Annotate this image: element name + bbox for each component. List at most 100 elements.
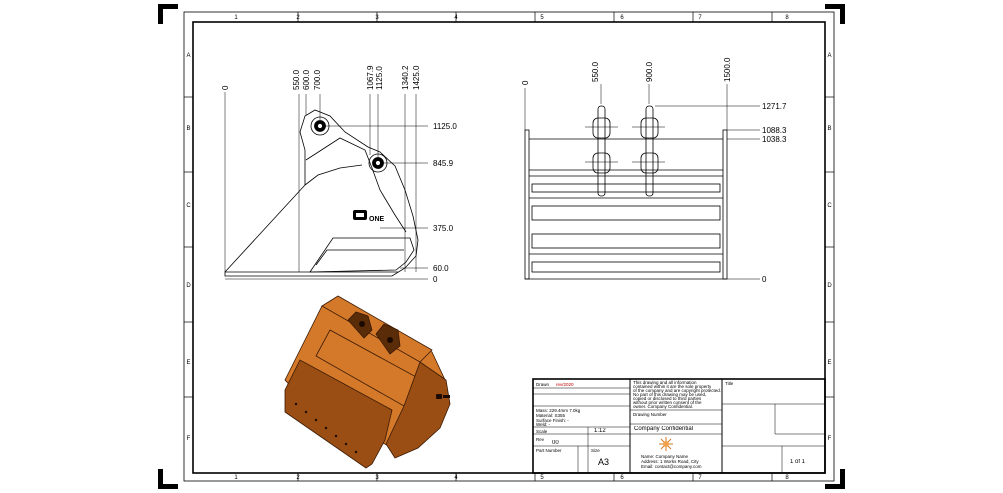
side-dimension-labels: 0 550.0 900.0 1500.0 1271.7 1088.3 1038.… [521,57,787,284]
zone-col-8: 8 [785,15,789,21]
zone-row-c-right: C [827,203,832,209]
side-right-wall [722,129,728,280]
zone-col-1: 1 [234,15,238,21]
front-dim-x-0: 0 [221,85,230,90]
company-logo-icon [659,437,673,451]
side-left-wall [524,129,530,280]
zone-col-5-bottom: 5 [540,475,544,481]
zone-row-d-right: D [827,283,832,289]
side-plate-3 [531,233,721,249]
drawing-number-label: Drawing Number [633,412,667,417]
scale-value: 1:12 [594,428,606,434]
material-line-3: Surface Finish: - [536,418,569,423]
zone-row-b: B [186,126,190,132]
zone-row-a: A [186,53,190,59]
side-plate-4 [531,261,721,273]
zone-row-e: E [186,360,190,366]
material-line-4: Weld: - [536,422,551,427]
iso-side-plate [385,361,451,459]
front-upper-pin-boss [310,116,330,136]
zone-col-3: 3 [375,15,379,21]
zone-col-5: 5 [540,15,544,21]
zone-col-2: 2 [296,15,300,21]
zone-row-d: D [186,283,191,289]
notice-line-4: No part of this drawing may be used, [633,392,707,397]
side-plate-1 [531,183,721,193]
front-cutting-edge [315,249,404,266]
contact-line-3: Email: contact@company.com [641,464,702,469]
iso-view [284,295,451,469]
front-side-plate [309,237,415,273]
iso-holes [294,402,358,454]
notice-line-3: of the company and are copyright protect… [633,388,722,393]
side-dim-x-1500: 1500.0 [723,57,732,82]
front-dimension-labels: 0 550.0 600.0 700.0 1067.9 1125.0 1340.2… [221,65,457,284]
zone-col-7: 7 [698,15,702,21]
material-line-1: Mass: 229.4mm 7.0kg [536,408,581,413]
side-dim-x-550: 550.0 [591,61,600,82]
side-dim-y-1271: 1271.7 [762,102,787,111]
zone-col-6-bottom: 6 [620,475,624,481]
side-ear-left [597,105,606,197]
zone-col-1-bottom: 1 [234,475,238,481]
zone-col-3-bottom: 3 [375,475,379,481]
drawn-label: Drawn [536,382,550,387]
front-dim-x-550: 550.0 [292,69,301,90]
zone-row-c: C [186,203,191,209]
notice-line-2: contained within it are the sole propert… [633,384,712,389]
side-dim-y-1088: 1088.3 [762,126,787,135]
side-plate-2 [531,205,721,221]
notice-line-6: without prior written consent of the [633,400,702,405]
zone-row-f: F [187,436,191,442]
front-dim-x-600: 600.0 [302,69,311,90]
front-dim-y-845: 845.9 [433,159,454,168]
front-dim-y-0: 0 [433,275,438,284]
zone-row-a-right: A [827,53,831,59]
front-dim-y-375: 375.0 [433,224,454,233]
title-label: Title [725,381,734,386]
front-dim-y-1125: 1125.0 [433,122,457,131]
side-ear-right [645,105,654,197]
revision-label: Rev [536,437,545,442]
contact-line-1: Name: Company Name [641,454,689,459]
zone-labels: 1 2 3 4 5 6 7 8 1 2 3 4 5 6 7 8 A B C D … [186,15,832,481]
notice-line-7: owner. Company Confidential. [633,404,694,409]
material-line-2: Material: S355 [536,413,566,418]
side-ordinate-lines [524,84,760,280]
front-bucket-inner [305,137,407,233]
front-dim-y-60: 60.0 [433,264,449,273]
contact-line-2: Address: 1 Works Road, City [641,459,699,464]
front-bucket-outline [224,109,419,277]
front-logo-text: ONE [369,216,385,223]
iso-pins [359,321,393,343]
inner-border [192,21,826,474]
side-dim-x-900: 900.0 [645,61,654,82]
corner-marks [158,4,845,489]
scale-label: Scale [536,429,548,434]
company-confidential: Company Confidential [634,426,694,432]
size-label: Size [591,448,600,453]
part-number-label: Part Number [536,448,562,453]
zone-row-e-right: E [827,360,831,366]
side-dim-x-0: 0 [521,80,530,85]
side-view [524,84,760,280]
revision-value: 00 [552,440,559,446]
front-lower-pin-boss [368,153,388,173]
zone-col-4-bottom: 4 [454,475,458,481]
front-logo: ONE [353,210,385,223]
zone-col-2-bottom: 2 [296,475,300,481]
zone-col-7-bottom: 7 [698,475,702,481]
zone-col-6: 6 [620,15,624,21]
outer-border [183,11,835,482]
zone-ticks [184,12,834,481]
notice-line-5: copied or disclosed to third parties [633,396,702,401]
front-dim-x-1125: 1125.0 [375,66,384,90]
front-dim-x-1067: 1067.9 [366,65,375,90]
front-dim-x-700: 700.0 [313,69,322,90]
drawn-value: rev/2020 [556,382,574,387]
front-dim-x-1425: 1425.0 [412,65,421,90]
zone-row-f-right: F [828,436,832,442]
title-block-frame [532,378,826,474]
sheet-number: 1 of 1 [790,459,806,465]
